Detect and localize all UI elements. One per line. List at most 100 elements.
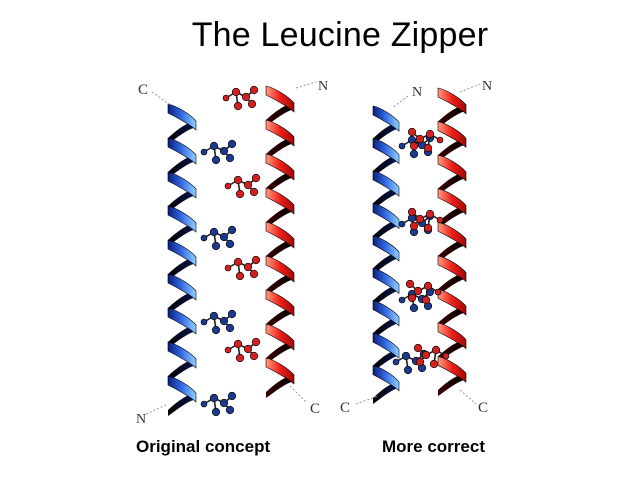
red-helix-right-back-turn bbox=[438, 239, 466, 262]
end-label-right-1: N bbox=[412, 85, 422, 100]
red-leucine-residue-left-atom bbox=[251, 255, 261, 265]
red-helix-left-back-turn bbox=[266, 273, 294, 296]
end-label-left-1: C bbox=[138, 82, 148, 98]
red-helix-left-back-turn bbox=[266, 137, 294, 160]
blue-leucine-residue-left-atom bbox=[225, 239, 235, 249]
red-leucine-residue-left-atom bbox=[222, 94, 230, 102]
blue-leucine-residue-left-atom bbox=[227, 225, 237, 235]
blue-helix-right-back-turn bbox=[373, 252, 399, 275]
red-helix-right-front-turn bbox=[437, 221, 467, 249]
blue-helix-left-back-turn bbox=[168, 189, 196, 212]
blue-leucine-residue-left-atom bbox=[209, 393, 219, 403]
red-leucine-residue-right-atom bbox=[421, 295, 431, 305]
blue-leucine-residue-left-atom bbox=[219, 316, 229, 326]
end-label-right-4: C bbox=[478, 400, 488, 416]
red-leucine-residue-left-atom bbox=[233, 175, 243, 185]
red-leucine-residue-right-atom bbox=[442, 352, 450, 360]
blue-helix-left-front-turn bbox=[167, 205, 197, 233]
blue-leucine-residue-left-atom bbox=[225, 153, 235, 163]
red-leucine-residue-left-atom bbox=[241, 92, 251, 102]
end-label-right-2: N bbox=[482, 79, 492, 94]
red-helix-tail-bottom bbox=[289, 385, 307, 403]
red-helix-left-back-turn bbox=[266, 341, 294, 364]
blue-leucine-residue-left-atom bbox=[219, 232, 229, 242]
red-leucine-residue-left-atom bbox=[243, 262, 253, 272]
blue-helix-tail-top bbox=[151, 91, 173, 107]
red-leucine-residue-left-atom bbox=[247, 99, 257, 109]
red-helix-right-front-turn bbox=[437, 121, 467, 149]
blue-helix-right-back-turn bbox=[373, 349, 399, 372]
blue-helix-right-back-turn bbox=[373, 316, 399, 340]
red-leucine-residue-right-atom bbox=[415, 357, 425, 367]
blue-leucine-residue-left-atom bbox=[211, 325, 221, 335]
red-leucine-residue-left-atom bbox=[224, 182, 232, 190]
red-leucine-residue-left-atom bbox=[235, 353, 245, 363]
red-helix-left-back-turn bbox=[266, 171, 294, 194]
blue-helix-right-front-turn bbox=[372, 105, 400, 132]
blue-helix-left-back-turn bbox=[168, 393, 196, 416]
red-helix-left-front-turn bbox=[265, 119, 295, 147]
blue-helix-left-front-turn bbox=[167, 239, 197, 267]
end-label-left-2: N bbox=[318, 79, 328, 94]
red-leucine-residue-right-atom bbox=[409, 141, 419, 151]
blue-helix-tail-bottom bbox=[145, 403, 169, 415]
blue-helix-left-front-turn bbox=[167, 273, 197, 301]
red-helix-left-back-turn bbox=[266, 103, 294, 126]
blue-leucine-residue-left-atom bbox=[209, 227, 219, 237]
red-leucine-residue-left-atom bbox=[249, 269, 259, 279]
red-leucine-residue-right-atom bbox=[425, 129, 435, 139]
blue-leucine-residue-left-atom bbox=[225, 405, 235, 415]
blue-leucine-residue-right-atom bbox=[401, 351, 411, 361]
blue-leucine-residue-right-atom bbox=[409, 149, 419, 159]
blue-helix-right-back-turn bbox=[373, 154, 399, 177]
panel-original-concept: C N N C bbox=[136, 79, 328, 427]
blue-leucine-residue-left-atom bbox=[209, 311, 219, 321]
blue-leucine-residue-right-atom bbox=[392, 358, 400, 366]
blue-leucine-residue-left-atom bbox=[209, 141, 219, 151]
red-leucine-residue-right-atom bbox=[407, 127, 417, 137]
blue-helix-left-front-turn bbox=[167, 171, 197, 199]
panel-more-correct: N N C C bbox=[340, 79, 492, 416]
blue-leucine-residue-left-atom bbox=[200, 148, 208, 156]
red-helix-left-back-turn bbox=[266, 307, 294, 330]
red-leucine-residue-left-atom bbox=[233, 257, 243, 267]
red-helix-left-front-turn bbox=[265, 289, 295, 317]
blue-helix-left bbox=[167, 103, 197, 416]
red-helix-left-back-turn bbox=[266, 205, 294, 228]
blue-leucine-residue-left-atom bbox=[225, 323, 235, 333]
end-label-right-3: C bbox=[340, 400, 350, 416]
red-helix-right-front-turn bbox=[437, 322, 467, 350]
red-helix-right-front-turn bbox=[437, 356, 467, 383]
blue-helix-tail-top-r bbox=[391, 95, 409, 109]
red-leucine-residue-right-atom bbox=[415, 134, 425, 144]
red-leucine-residue-left-atom bbox=[235, 189, 245, 199]
red-helix-right-front-turn bbox=[437, 288, 467, 316]
red-leucine-residue-left-atom bbox=[231, 87, 241, 97]
red-helix-left-back-turn bbox=[266, 375, 294, 398]
blue-helix-left-front-turn bbox=[167, 375, 197, 403]
red-helix-right-front-turn bbox=[437, 154, 467, 182]
red-helix-right-front-turn bbox=[437, 87, 467, 115]
red-leucine-residue-left-atom bbox=[233, 339, 243, 349]
red-helix-right-back-turn bbox=[438, 306, 466, 329]
red-helix-left-front-turn bbox=[265, 323, 295, 351]
slide-title: The Leucine Zipper bbox=[191, 16, 489, 54]
blue-leucine-residue-right-atom bbox=[398, 142, 406, 150]
red-leucine-residue-right-atom bbox=[413, 343, 423, 353]
blue-helix-right bbox=[372, 105, 400, 404]
red-helix-tail-top-r bbox=[459, 83, 481, 93]
red-leucine-residue-right-atom bbox=[423, 143, 433, 153]
red-helix-right-back-turn bbox=[438, 138, 466, 162]
red-leucine-residue-right-atom bbox=[431, 345, 441, 355]
blue-leucine-residue-left-atom bbox=[211, 241, 221, 251]
blue-helix-right-back-turn bbox=[373, 219, 399, 242]
red-leucine-residue-right-atom bbox=[415, 214, 425, 224]
blue-helix-left-back-turn bbox=[168, 325, 196, 348]
blue-helix-right-back-turn bbox=[373, 381, 399, 404]
red-helix-right-front-turn bbox=[437, 188, 467, 216]
red-helix-left-front-turn bbox=[265, 221, 295, 249]
blue-helix-right-front-turn bbox=[372, 202, 400, 230]
blue-leucine-residue-left-atom bbox=[200, 318, 208, 326]
blue-helix-right-front-turn bbox=[372, 138, 400, 165]
